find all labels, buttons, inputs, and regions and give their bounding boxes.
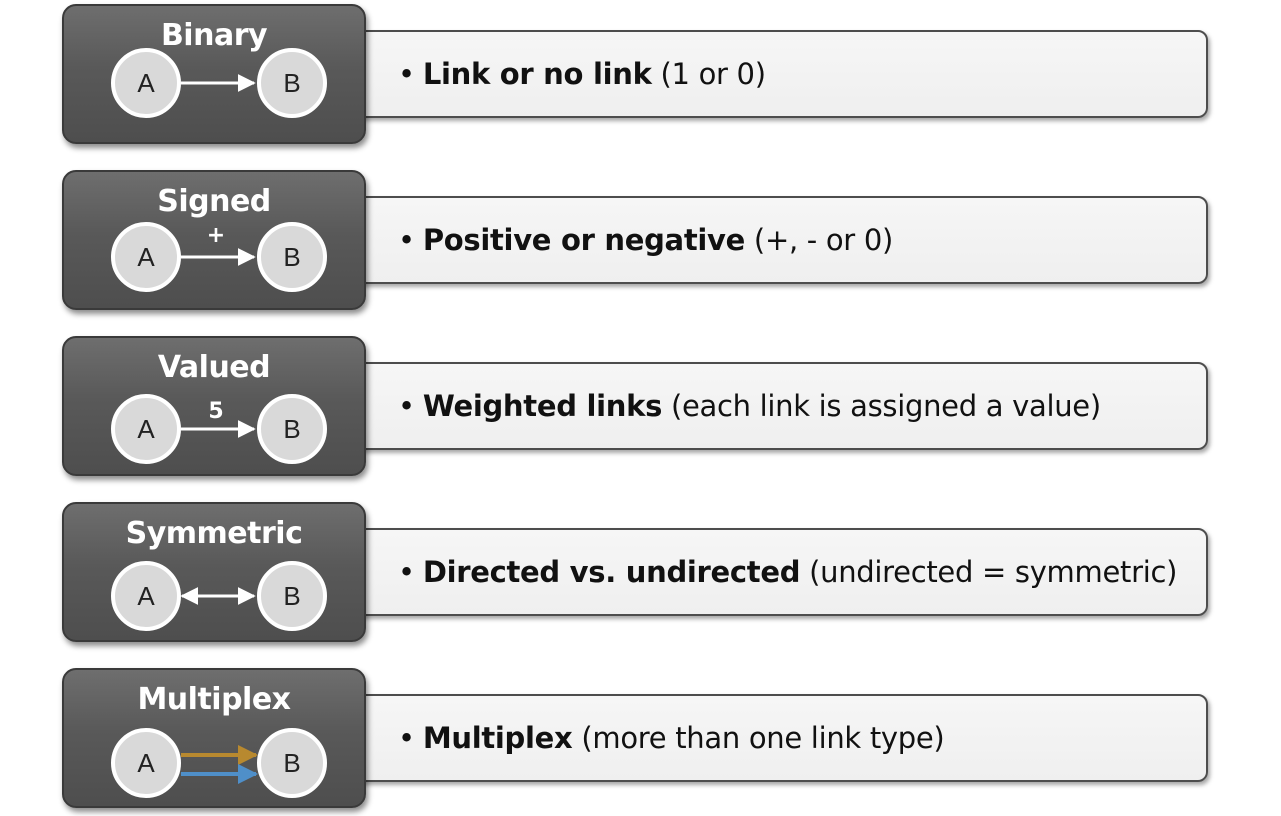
description-text: •Multiplex (more than one link type) xyxy=(398,718,945,758)
link-type-badge: Valued 5 A B xyxy=(62,336,366,476)
link-type-row-valued: •Weighted links (each link is assigned a… xyxy=(62,336,1212,478)
node-a xyxy=(111,394,181,464)
bullet: • xyxy=(398,57,415,91)
link-diagram: A B xyxy=(111,561,327,631)
description-normal: (more than one link type) xyxy=(572,721,945,755)
description-bold: Positive or negative xyxy=(422,223,746,257)
node-a-label: A xyxy=(137,581,155,611)
description-text: •Directed vs. undirected (undirected = s… xyxy=(398,552,1177,592)
node-b-label: B xyxy=(283,581,300,611)
node-b xyxy=(257,394,327,464)
link-type-badge: Symmetric A B xyxy=(62,502,366,642)
description-normal: (each link is assigned a value) xyxy=(662,389,1101,423)
link-type-badge: Multiplex A B xyxy=(62,668,366,808)
link-type-row-multiplex: •Multiplex (more than one link type) Mul… xyxy=(62,668,1212,810)
bullet: • xyxy=(398,223,415,257)
bullet: • xyxy=(398,721,415,755)
link-type-row-symmetric: •Directed vs. undirected (undirected = s… xyxy=(62,502,1212,644)
link-diagram: A B xyxy=(111,728,327,798)
node-b-label: B xyxy=(283,242,300,272)
node-a xyxy=(111,728,181,798)
description-box xyxy=(352,362,1208,450)
description-bold: Multiplex xyxy=(422,721,573,755)
description-box xyxy=(352,528,1208,616)
description-box xyxy=(352,694,1208,782)
description-box xyxy=(352,196,1208,284)
badge-title: Symmetric xyxy=(125,516,303,551)
node-b-label: B xyxy=(283,68,300,98)
link-diagram: 5 A B xyxy=(111,394,327,464)
node-b-label: B xyxy=(283,414,300,444)
description-text: •Weighted links (each link is assigned a… xyxy=(398,386,1101,426)
node-a-label: A xyxy=(137,242,155,272)
description-normal: (+, - or 0) xyxy=(745,223,894,257)
description-text: •Positive or negative (+, - or 0) xyxy=(398,220,893,260)
node-b xyxy=(257,48,327,118)
link-type-row-binary: •Link or no link (1 or 0) Binary A B xyxy=(62,4,1212,146)
badge-title: Valued xyxy=(157,350,271,385)
node-a xyxy=(111,561,181,631)
link-diagram: + A B xyxy=(111,222,327,292)
description-bold: Directed vs. undirected xyxy=(422,555,801,589)
description-bold: Link or no link xyxy=(422,57,652,91)
node-b-label: B xyxy=(283,748,300,778)
link-type-row-signed: •Positive or negative (+, - or 0) Signed… xyxy=(62,170,1212,312)
badge-title: Signed xyxy=(157,184,271,219)
link-diagram: A B xyxy=(111,48,327,118)
edge-weight-label: 5 xyxy=(208,399,223,424)
node-b xyxy=(257,222,327,292)
description-box xyxy=(352,30,1208,118)
badge-title: Binary xyxy=(160,18,268,53)
node-b xyxy=(257,728,327,798)
bullet: • xyxy=(398,555,415,589)
node-a xyxy=(111,222,181,292)
node-a xyxy=(111,48,181,118)
node-a-label: A xyxy=(137,68,155,98)
node-a-label: A xyxy=(137,414,155,444)
description-text: •Link or no link (1 or 0) xyxy=(398,54,766,94)
link-type-badge: Signed + A B xyxy=(62,170,366,310)
edge-sign-label: + xyxy=(207,223,225,248)
node-b xyxy=(257,561,327,631)
description-normal: (1 or 0) xyxy=(651,57,766,91)
bullet: • xyxy=(398,389,415,423)
badge-title: Multiplex xyxy=(137,682,291,717)
node-a-label: A xyxy=(137,748,155,778)
description-normal: (undirected = symmetric) xyxy=(800,555,1178,589)
description-bold: Weighted links xyxy=(422,389,663,423)
link-type-badge: Binary A B xyxy=(62,4,366,144)
